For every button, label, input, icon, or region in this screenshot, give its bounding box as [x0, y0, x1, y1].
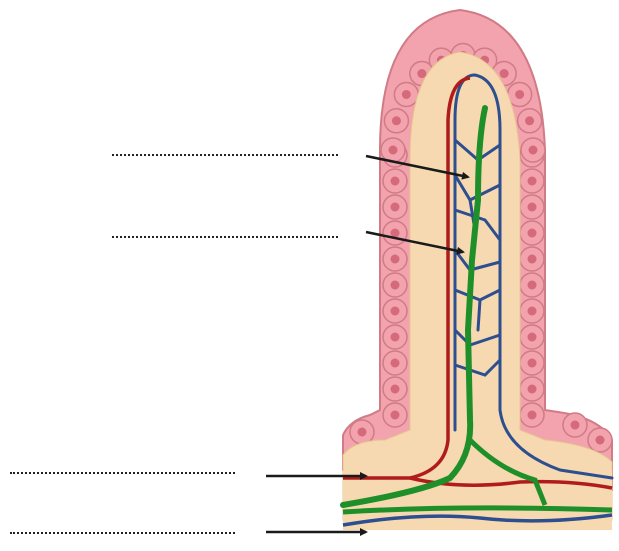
cell-nucleus	[528, 255, 537, 264]
cell-nucleus	[528, 307, 537, 316]
cell-nucleus	[392, 116, 401, 125]
cell-nucleus	[528, 281, 537, 290]
cell-nucleus	[596, 436, 605, 445]
cell-nucleus	[571, 421, 580, 430]
cell-nucleus	[391, 385, 400, 394]
cell-nucleus	[391, 333, 400, 342]
cell-nucleus	[528, 411, 537, 420]
cell-nucleus	[389, 146, 398, 155]
cell-nucleus	[500, 69, 509, 78]
cell-nucleus	[417, 69, 426, 78]
cell-nucleus	[528, 177, 537, 186]
cell-nucleus	[515, 90, 524, 99]
cell-nucleus	[402, 90, 411, 99]
cell-nucleus	[525, 116, 534, 125]
cell-nucleus	[391, 307, 400, 316]
cell-nucleus	[528, 229, 537, 238]
cell-nucleus	[391, 411, 400, 420]
cell-nucleus	[391, 359, 400, 368]
cell-nucleus	[391, 255, 400, 264]
cell-nucleus	[528, 333, 537, 342]
cell-nucleus	[358, 428, 367, 437]
cell-nucleus	[391, 281, 400, 290]
cell-nucleus	[391, 177, 400, 186]
cell-nucleus	[528, 203, 537, 212]
cell-nucleus	[391, 203, 400, 212]
cell-nucleus	[528, 359, 537, 368]
cell-nucleus	[529, 146, 538, 155]
cell-nucleus	[528, 385, 537, 394]
